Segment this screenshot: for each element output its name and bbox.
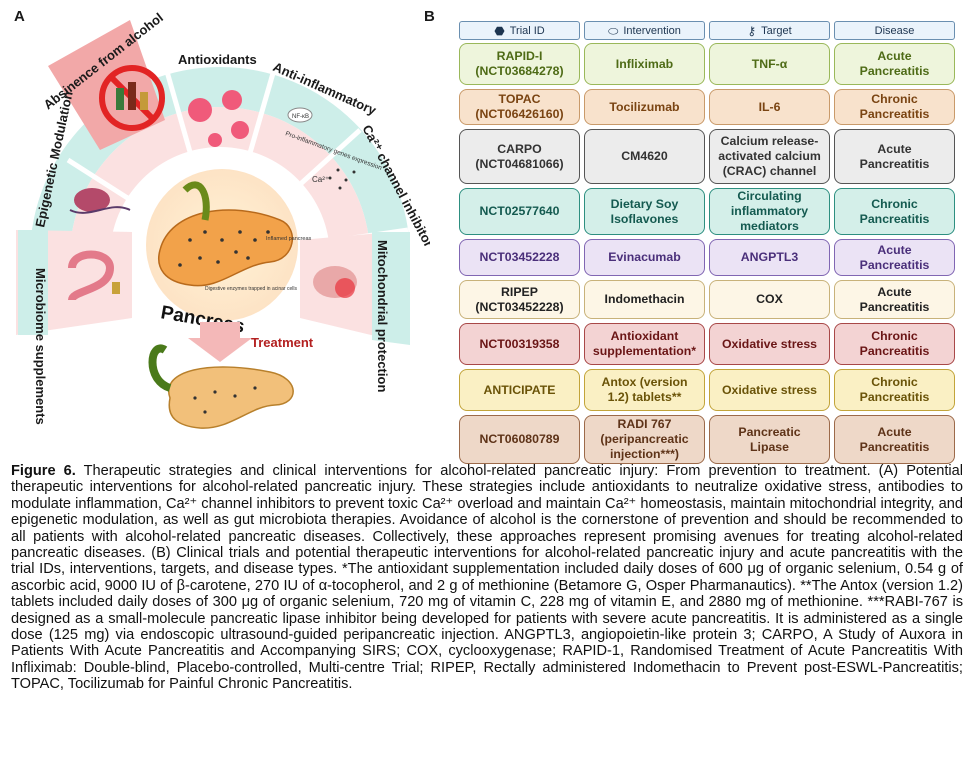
ca-dots	[328, 168, 356, 190]
table-cell: Dietary Soy Isoflavones	[584, 188, 705, 235]
table-cell: NCT06080789	[459, 415, 580, 464]
table-cell: Evinacumab	[584, 239, 705, 276]
table-cell: Calcium release- activated calcium (CRAC…	[709, 129, 830, 184]
gallbladder-shape	[182, 181, 210, 221]
ca-label: Ca²⁺	[312, 175, 329, 184]
table-cell: CARPO (NCT04681066)	[459, 129, 580, 184]
header-disease: Disease	[834, 21, 955, 40]
figure-caption: Figure 6. Therapeutic strategies and cli…	[11, 463, 963, 693]
table-cell: IL-6	[709, 89, 830, 125]
enzyme-dots	[178, 230, 270, 267]
antioxidants-label: Antioxidants	[178, 52, 257, 67]
header-intervention: ⬭ Intervention	[584, 21, 705, 40]
table-cell: Acute Pancreatitis	[834, 280, 955, 319]
mito-label: Mitochondrial protection	[375, 240, 390, 392]
table-cell: Acute Pancreatitis	[834, 43, 955, 85]
microbiome-label: Microbiome supplements	[33, 268, 48, 425]
header-label: Disease	[874, 24, 915, 37]
inflamed-label: Inflamed pancreas	[266, 236, 311, 242]
table-header-row: ⬣ Trial ID ⬭ Intervention ⚷ Target Disease	[459, 21, 957, 40]
table-cell: NCT02577640	[459, 188, 580, 235]
healed-dots	[193, 386, 257, 414]
table-cell: RIPEP (NCT03452228)	[459, 280, 580, 319]
healed-pancreas-shape	[167, 366, 294, 429]
panel-b-label: B	[424, 8, 435, 25]
table-cell: TNF-α	[709, 43, 830, 85]
panel-a-illustration: Inflamed pancreas Digestive enzymes trap…	[16, 10, 430, 429]
table-cell: NCT00319358	[459, 323, 580, 365]
table-cell: Acute Pancreatitis	[834, 129, 955, 184]
table-cell: NCT03452228	[459, 239, 580, 276]
header-label: Target	[761, 24, 792, 37]
treatment-arrow-icon	[188, 322, 252, 362]
table-cell: Acute Pancreatitis	[834, 415, 955, 464]
header-trial-id: ⬣ Trial ID	[459, 21, 580, 40]
table-cell: ANGPTL3	[709, 239, 830, 276]
digestive-label: Digestive enzymes trapped in acinar cell…	[205, 286, 297, 292]
table-cell: Chronic Pancreatitis	[834, 89, 955, 125]
table-cell: Oxidative stress	[709, 323, 830, 365]
mito-spot-icon	[335, 278, 355, 298]
healed-gallbladder-shape	[148, 344, 172, 392]
table-cell: CM4620	[584, 129, 705, 184]
table-cell: RAPID-I (NCT03684278)	[459, 43, 580, 85]
treatment-label: Treatment	[251, 335, 314, 350]
header-label: Intervention	[623, 24, 681, 37]
figure-label: Figure 6.	[11, 463, 76, 479]
table-cell: RADI 767 (peripancreatic injection***)	[584, 415, 705, 464]
pancreas-shape	[158, 209, 294, 287]
table-cell: Circulating inflammatory mediators	[709, 188, 830, 235]
table-cell: Antioxidant supplementation*	[584, 323, 705, 365]
table-cell: Antox (version 1.2) tablets**	[584, 369, 705, 411]
panel-a-label: A	[14, 8, 25, 25]
key-icon: ⚷	[747, 23, 757, 38]
nfkb-icon: NF-κB	[287, 107, 313, 123]
table-cell: Pancreatic Lipase	[709, 415, 830, 464]
gut-icon	[68, 250, 120, 302]
svg-text:NF-κB: NF-κB	[292, 114, 309, 120]
tag-icon: ⬣	[494, 23, 505, 38]
table-cell: Chronic Pancreatitis	[834, 188, 955, 235]
table-cell: Infliximab	[584, 43, 705, 85]
dna-icon	[69, 188, 131, 214]
header-target: ⚷ Target	[709, 21, 830, 40]
table-cell: Oxidative stress	[709, 369, 830, 411]
trial-table: ⬣ Trial ID ⬭ Intervention ⚷ Target Disease RAP…	[459, 21, 957, 468]
table-cell: TOPAC (NCT06426160)	[459, 89, 580, 125]
header-label: Trial ID	[509, 24, 545, 37]
table-cell: Chronic Pancreatitis	[834, 323, 955, 365]
table-cell: ANTICIPATE	[459, 369, 580, 411]
table-cell: Indomethacin	[584, 280, 705, 319]
table-cell: Chronic Pancreatitis	[834, 369, 955, 411]
table-cell: COX	[709, 280, 830, 319]
antioxidant-icon	[188, 90, 249, 147]
table-cell: Acute Pancreatitis	[834, 239, 955, 276]
caption-text: Therapeutic strategies and clinical inte…	[11, 463, 963, 693]
no-alcohol-icon	[99, 65, 165, 131]
pill-icon: ⬭	[608, 23, 619, 38]
table-cell: Tocilizumab	[584, 89, 705, 125]
